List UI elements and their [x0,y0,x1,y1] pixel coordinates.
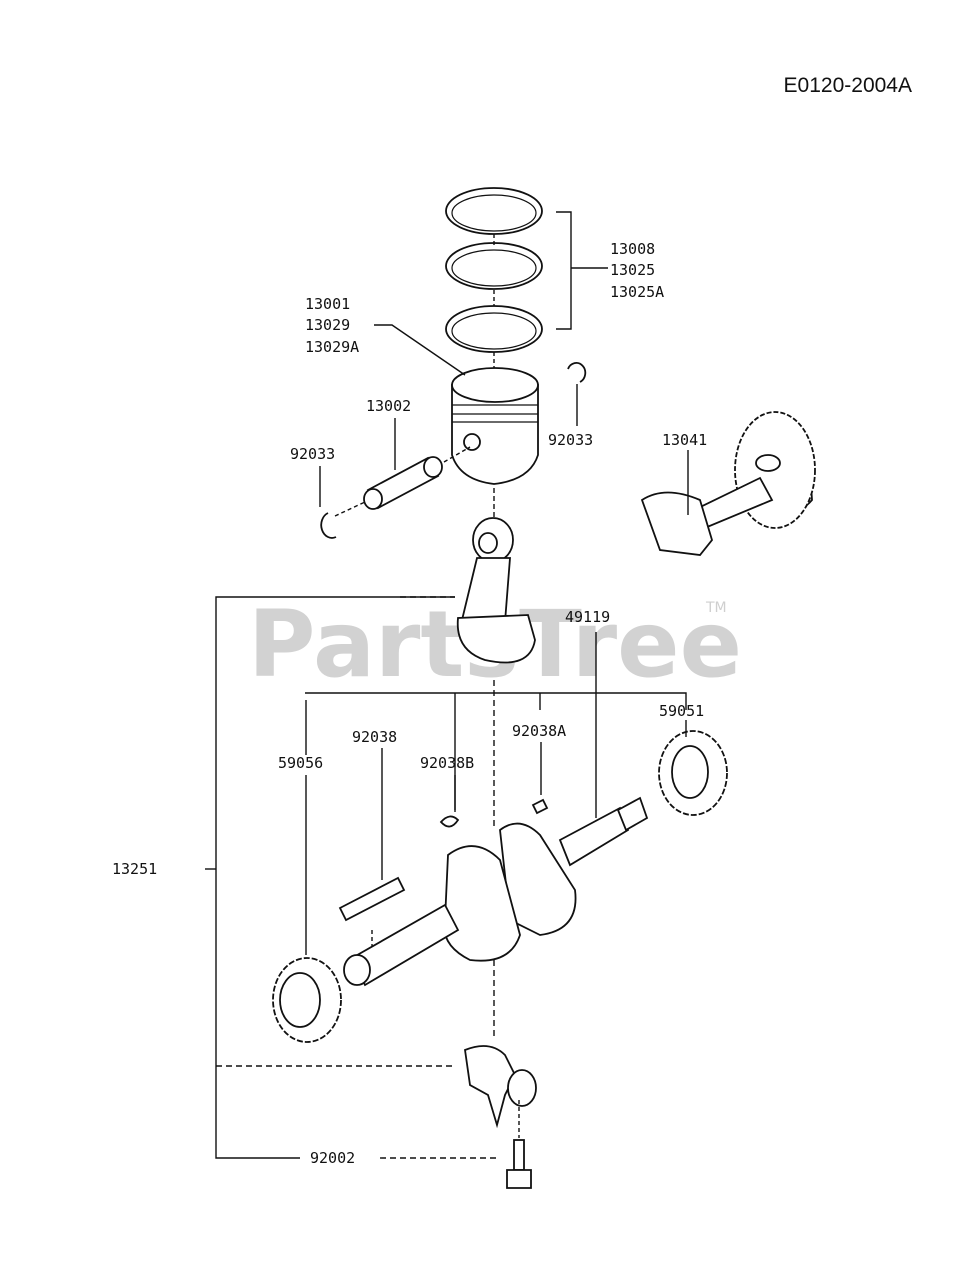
label-piston-13029: 13029 [305,316,350,334]
label-conrod: 49119 [565,608,610,626]
label-key-left: 92038 [352,728,397,746]
label-piston-pin: 13002 [366,397,411,415]
conrod-cap[interactable] [464,1045,537,1129]
label-rings-13025: 13025 [610,261,655,279]
label-gear-left: 59056 [278,754,323,772]
gear-right[interactable] [658,730,728,816]
label-gear-right: 59051 [659,702,704,720]
piston-pin[interactable] [363,456,443,510]
conrod-bolt[interactable] [506,1139,532,1189]
gear-left[interactable] [272,957,342,1043]
circlip-left[interactable] [320,512,337,539]
balancer-shaft[interactable] [640,411,816,556]
circlip-right[interactable] [567,362,587,383]
piston[interactable] [451,367,539,485]
key-right[interactable] [531,798,549,815]
label-assembly: 13251 [112,860,157,878]
label-key-right: 92038A [512,722,566,740]
label-bolt: 92002 [310,1149,355,1167]
trademark: TM [705,600,727,616]
diagram-code: E0120-2004A [784,74,912,97]
key-middle[interactable] [439,815,460,828]
label-balancer: 13041 [662,431,707,449]
label-circlip-left: 92033 [290,445,335,463]
label-rings-13008: 13008 [610,240,655,258]
label-key-middle: 92038B [420,754,474,772]
piston-rings[interactable] [445,187,543,353]
key-left[interactable] [338,876,406,922]
connecting-rod[interactable] [456,517,536,664]
label-piston-13001: 13001 [305,295,350,313]
label-piston-13029a: 13029A [305,338,359,356]
label-rings-13025a: 13025A [610,283,664,301]
crankshaft[interactable] [343,796,649,987]
label-circlip-right: 92033 [548,431,593,449]
